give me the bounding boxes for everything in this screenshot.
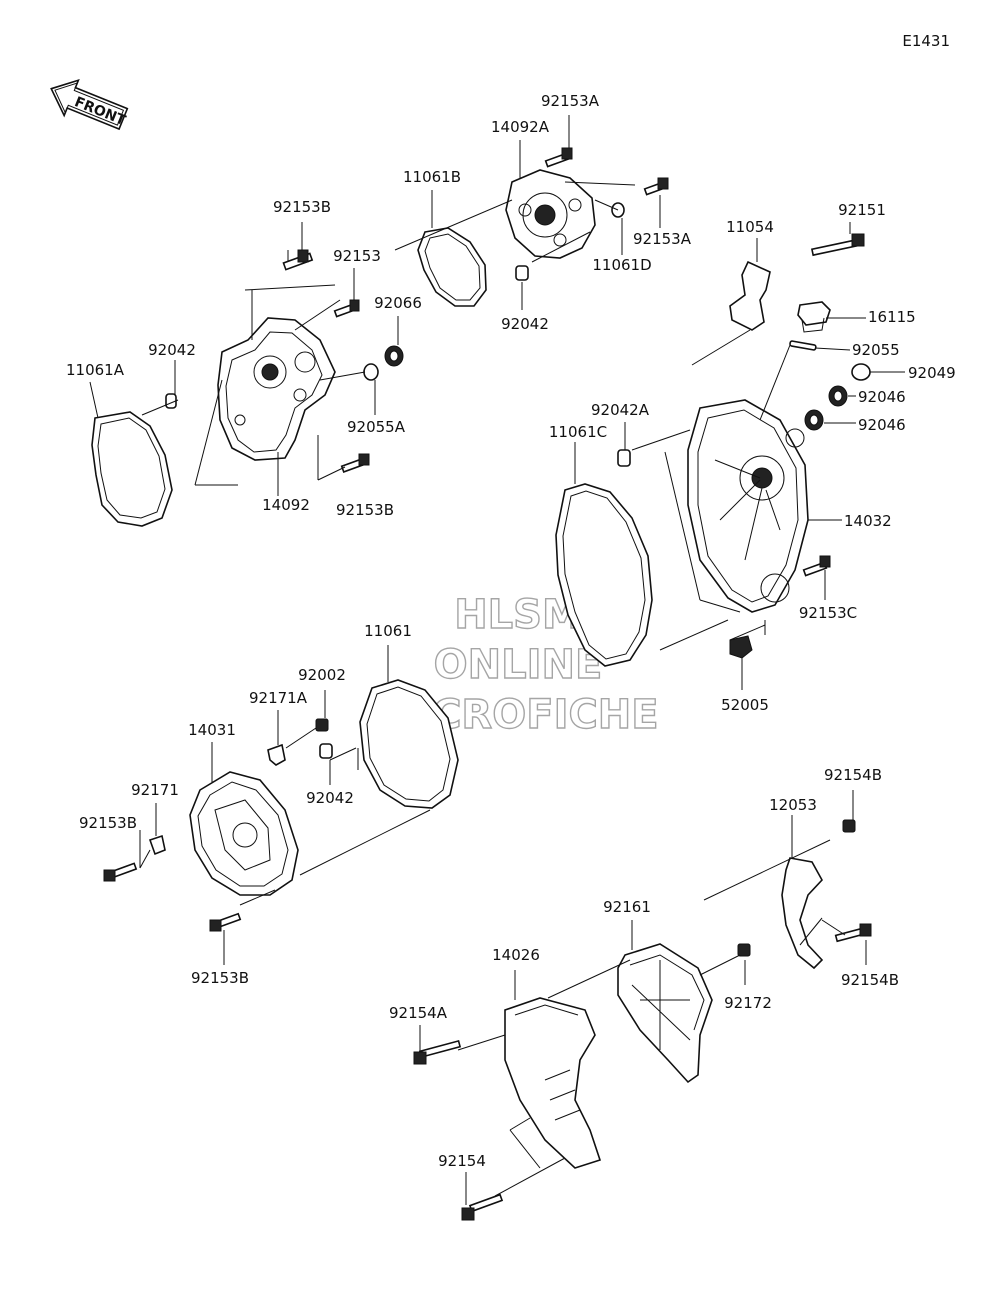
label-52005: 52005 xyxy=(721,696,769,714)
label-92042-left: 92042 xyxy=(148,341,196,359)
bolt-92153c xyxy=(802,555,831,577)
label-11061d: 11061D xyxy=(592,256,651,274)
label-92153: 92153 xyxy=(333,247,381,265)
label-92154b-bottom: 92154B xyxy=(841,971,899,989)
pin-92055 xyxy=(789,340,817,351)
label-92161: 92161 xyxy=(603,898,651,916)
label-92002: 92002 xyxy=(298,666,346,684)
label-92153b-top: 92153B xyxy=(273,198,331,216)
gasket-11061c xyxy=(555,483,653,667)
label-92151: 92151 xyxy=(838,201,886,219)
label-92153b-mid: 92153B xyxy=(336,501,394,519)
label-92171: 92171 xyxy=(131,781,179,799)
bolt-92153 xyxy=(333,299,360,318)
label-92046-b: 92046 xyxy=(858,416,906,434)
label-92042-mid: 92042 xyxy=(501,315,549,333)
cover-14031 xyxy=(189,771,299,896)
front-arrow-icon: FRONT xyxy=(50,78,129,131)
cover-14026 xyxy=(504,997,602,1169)
label-92153b-left: 92153B xyxy=(79,814,137,832)
gasket-11061a xyxy=(91,411,173,527)
bolt-92154b-top xyxy=(842,819,856,833)
bolt-92153b-top xyxy=(282,249,314,271)
label-11061c: 11061C xyxy=(549,423,607,441)
label-92049: 92049 xyxy=(908,364,956,382)
o-ring-92055a xyxy=(363,363,379,381)
bolt-92172 xyxy=(737,943,751,957)
label-16115: 16115 xyxy=(868,308,916,326)
label-92055a: 92055A xyxy=(347,418,406,436)
cap-16115 xyxy=(797,301,831,333)
seal-92046-a xyxy=(828,385,848,407)
bolt-92151 xyxy=(810,233,865,257)
part-92066 xyxy=(384,345,404,367)
label-14026: 14026 xyxy=(492,946,540,964)
label-14032: 14032 xyxy=(844,512,892,530)
label-92153b-bottom: 92153B xyxy=(191,969,249,987)
bolt-92154 xyxy=(461,1193,504,1221)
label-14092: 14092 xyxy=(262,496,310,514)
label-92042a: 92042A xyxy=(591,401,650,419)
clamp-92171a xyxy=(267,743,286,766)
label-92055: 92055 xyxy=(852,341,900,359)
label-92153a-top: 92153A xyxy=(541,92,600,110)
part-labels: 92153A 14092A 11061B 92153B 92153 92066 … xyxy=(66,92,956,1170)
label-92172: 92172 xyxy=(724,994,772,1012)
label-92066: 92066 xyxy=(374,294,422,312)
clamp-92171 xyxy=(148,834,166,856)
label-14031: 14031 xyxy=(188,721,236,739)
bolt-92154a xyxy=(413,1039,462,1065)
diagram-code: E1431 xyxy=(902,32,950,50)
bolt-92153a-right xyxy=(643,177,669,196)
label-92153c: 92153C xyxy=(799,604,857,622)
grommet-52005 xyxy=(729,635,753,659)
bolt-92153a-top xyxy=(544,147,573,168)
dowel-92042-low xyxy=(319,743,333,759)
bolt-92154b-bottom xyxy=(834,923,872,943)
gasket-11061b xyxy=(417,227,487,307)
label-92154a: 92154A xyxy=(389,1004,448,1022)
label-11061a: 11061A xyxy=(66,361,125,379)
washer-92049 xyxy=(851,363,871,381)
watermark-line-1: HLSM xyxy=(454,592,582,638)
label-11054: 11054 xyxy=(726,218,774,236)
dowel-92042a xyxy=(617,449,631,467)
dowel-92042-mid xyxy=(515,265,529,281)
bolt-92002 xyxy=(315,718,329,732)
leader-lines xyxy=(89,115,905,1205)
label-92154: 92154 xyxy=(438,1152,486,1170)
label-12053: 12053 xyxy=(769,796,817,814)
label-92171a: 92171A xyxy=(249,689,308,707)
bolt-92153b-mid xyxy=(340,453,370,473)
cover-14092 xyxy=(217,317,336,461)
label-92154b-top: 92154B xyxy=(824,766,882,784)
bracket-12053 xyxy=(781,857,824,970)
label-11061b: 11061B xyxy=(403,168,461,186)
bolt-92153b-bottom xyxy=(209,912,242,932)
label-92046-a: 92046 xyxy=(858,388,906,406)
bracket-11054 xyxy=(729,260,771,331)
watermark-line-2: ONLINE xyxy=(434,642,603,688)
label-14092a: 14092A xyxy=(491,118,550,136)
cover-14032 xyxy=(687,399,809,613)
bolt-92153b-left xyxy=(103,862,138,882)
cover-92161 xyxy=(617,943,713,1084)
seal-92046-b xyxy=(804,409,824,431)
label-92042-low: 92042 xyxy=(306,789,354,807)
label-11061: 11061 xyxy=(364,622,412,640)
label-92153a-right: 92153A xyxy=(633,230,692,248)
cover-14092a xyxy=(505,169,596,259)
